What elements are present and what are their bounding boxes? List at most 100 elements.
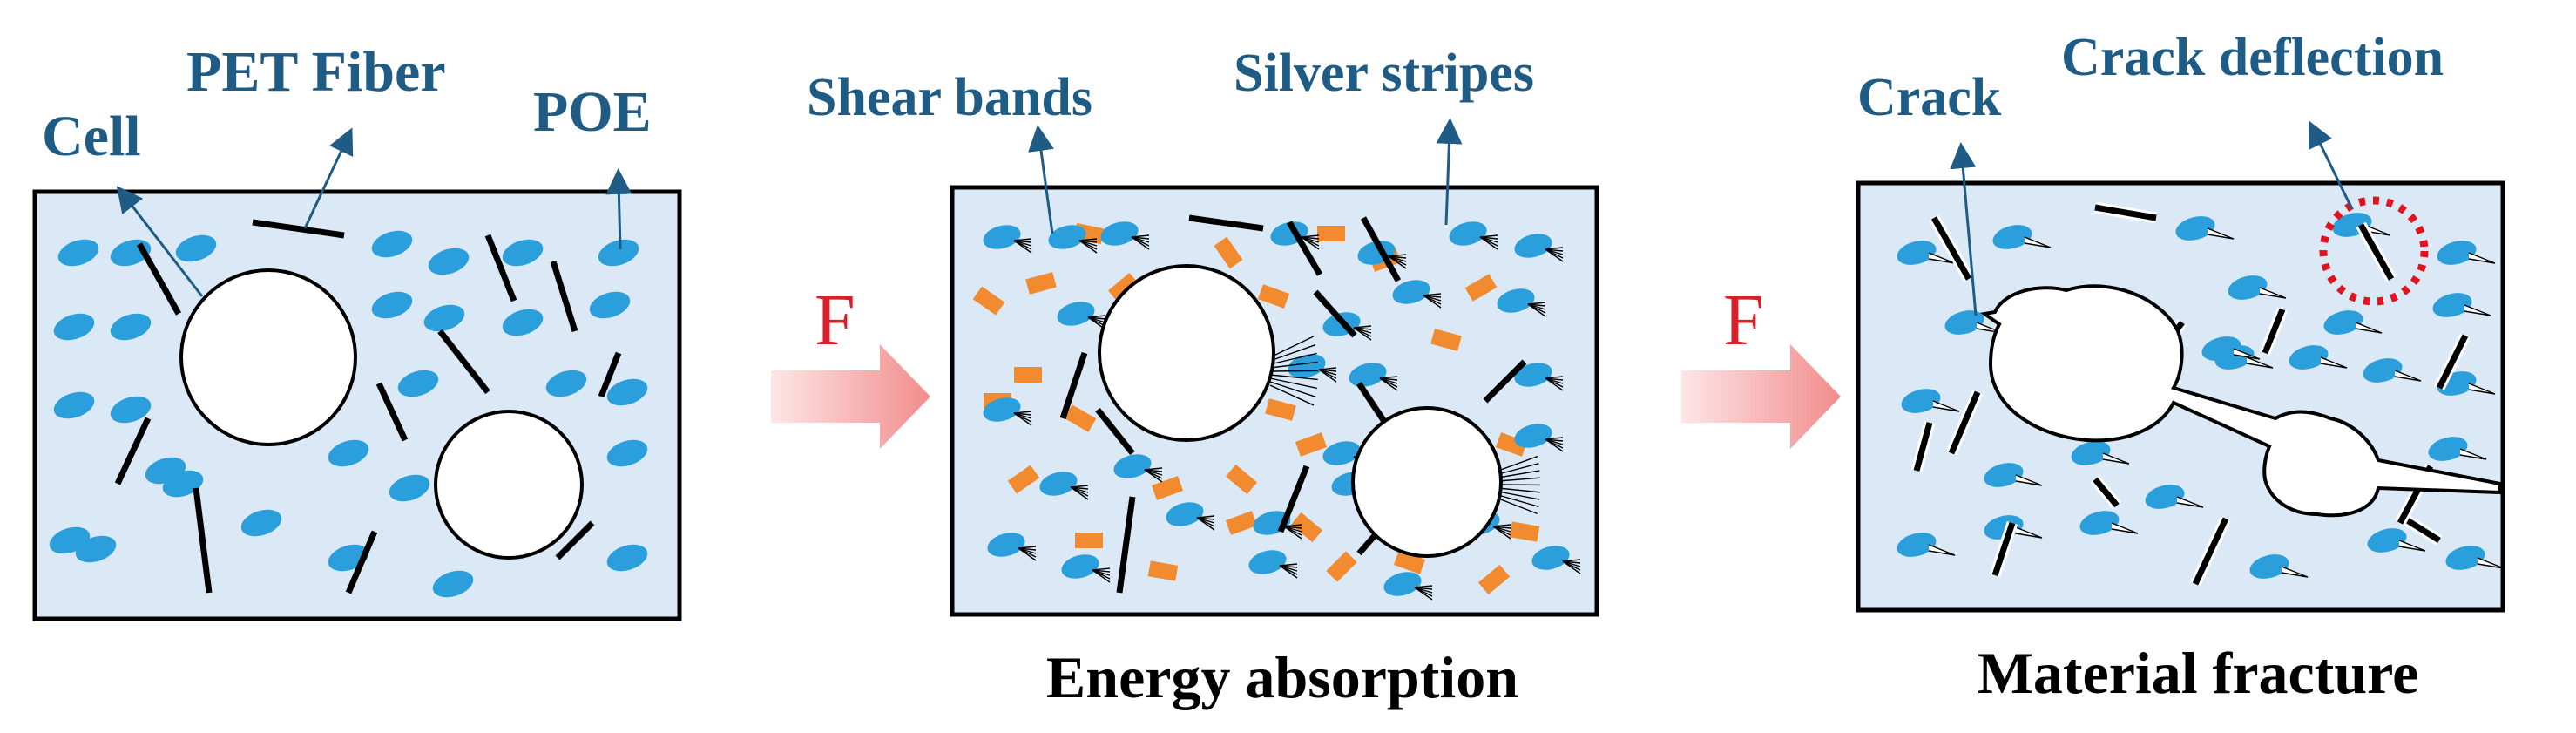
poe-particle (371, 291, 413, 319)
poe-particle (53, 313, 95, 341)
poe-particle (987, 533, 1025, 557)
poe-particle (2201, 336, 2241, 361)
pet-fiber (1116, 496, 1136, 594)
poe-particle (57, 239, 99, 267)
poe-particle (2249, 554, 2289, 579)
poe-particle (1248, 550, 1287, 574)
poe-particle (1897, 241, 1937, 265)
micro-crack (2281, 566, 2309, 578)
silver-stripe (1545, 377, 1564, 391)
shear-band (1007, 465, 1040, 494)
silver-stripe (1269, 374, 1318, 381)
poe-particles (49, 230, 648, 598)
shear-band (1064, 404, 1097, 432)
silver-stripe (1498, 487, 1540, 493)
cell-pointer (116, 186, 204, 297)
pet-fiber (598, 351, 622, 398)
poe-particles-with-stripes (1897, 213, 2505, 579)
pet-fiber (1277, 465, 1310, 533)
silver-stripe (1070, 486, 1089, 500)
poe-particle (49, 526, 91, 554)
micro-crack (1932, 400, 1960, 412)
crack-path (1979, 284, 2502, 518)
poe-particle (175, 234, 217, 262)
silver-stripe (1388, 255, 1407, 269)
pet-fiber (2262, 308, 2286, 355)
silver-stripe (1269, 370, 1319, 372)
silver-stripe (1353, 327, 1372, 341)
poe-particle (1288, 354, 1326, 378)
poe-particle (606, 439, 648, 467)
silver-stripe (1279, 565, 1298, 579)
poe-particle (1897, 533, 1937, 557)
cell-large (179, 268, 357, 446)
pet-fiber (1188, 214, 1264, 232)
silver-stripe (1318, 369, 1337, 383)
poe-particle (1392, 280, 1430, 304)
micro-crack (2464, 304, 2491, 316)
shear-band (1317, 226, 1345, 241)
silver-stripe (1013, 412, 1032, 426)
poe-particle (328, 439, 369, 467)
label-pet-fiber: PET Fiber (186, 40, 446, 104)
poe-particle (1349, 363, 1387, 387)
label-silver-stripes: Silver stripes (1234, 44, 1534, 103)
force-arrow-1: F (771, 280, 930, 449)
poe-particle (1449, 221, 1487, 246)
shear-band (1265, 398, 1296, 421)
silver-stripe (1269, 336, 1314, 358)
pet-fiber (1356, 382, 1388, 424)
poe-particle (1100, 221, 1139, 246)
poe-particle (545, 370, 587, 397)
poe-particle (1944, 310, 1984, 335)
cell-large (1098, 264, 1275, 442)
micro-crack (2468, 252, 2496, 264)
silver-stripe (1498, 498, 1538, 515)
pet-fiber (1360, 216, 1402, 282)
shear-band (1477, 564, 1511, 595)
pet-fiber (2093, 477, 2120, 508)
silver-stripe (1545, 438, 1564, 452)
caption-energy-absorption: Energy absorption (1046, 644, 1518, 710)
silver-stripe (1269, 377, 1317, 390)
silver-stripe (1479, 236, 1498, 250)
poe-particle (2145, 485, 2185, 509)
poe-particle (2437, 241, 2477, 265)
poe-particle (110, 396, 152, 424)
poe-particle (598, 239, 639, 267)
micro-crack (1928, 544, 1956, 556)
poe-particle (2079, 511, 2120, 535)
shear-band (1225, 511, 1258, 535)
pet-fiber (2403, 516, 2441, 543)
pet-fiber (1483, 359, 1527, 404)
pet-fiber (375, 382, 409, 442)
debonded-pet-fibers (1910, 201, 2471, 587)
silver-stripe (1498, 462, 1539, 475)
arrow-2-shape (1681, 344, 1841, 449)
poe-particle (1992, 225, 2032, 249)
silver-stripe (1498, 470, 1540, 478)
poe-particle (2428, 437, 2468, 461)
silver-stripe (1545, 248, 1564, 262)
poe-particle (502, 239, 544, 267)
poe-particle (1061, 554, 1099, 579)
pet-fiber (1930, 216, 1972, 281)
poe-particle (2445, 546, 2485, 570)
silver-stripe (1498, 491, 1540, 500)
micro-crack (2233, 348, 2261, 360)
pet-fiber (252, 219, 345, 239)
shear-band (1393, 550, 1426, 574)
panel-energy-absorption: Shear bands Silver stripes Energy absorp… (807, 44, 1599, 710)
shear-band (1225, 464, 1258, 495)
pet-fiber (555, 520, 595, 560)
cell-small (434, 410, 584, 560)
silver-stripe (1269, 381, 1316, 397)
silver-stripe (1562, 560, 1581, 574)
shear-bands-pointer (1028, 125, 1054, 234)
crack-deflection-pointer (2309, 120, 2354, 210)
silver-stripe (1498, 455, 1538, 472)
silver-stripes-pointer (1436, 118, 1463, 226)
shear-band (1430, 329, 1462, 351)
